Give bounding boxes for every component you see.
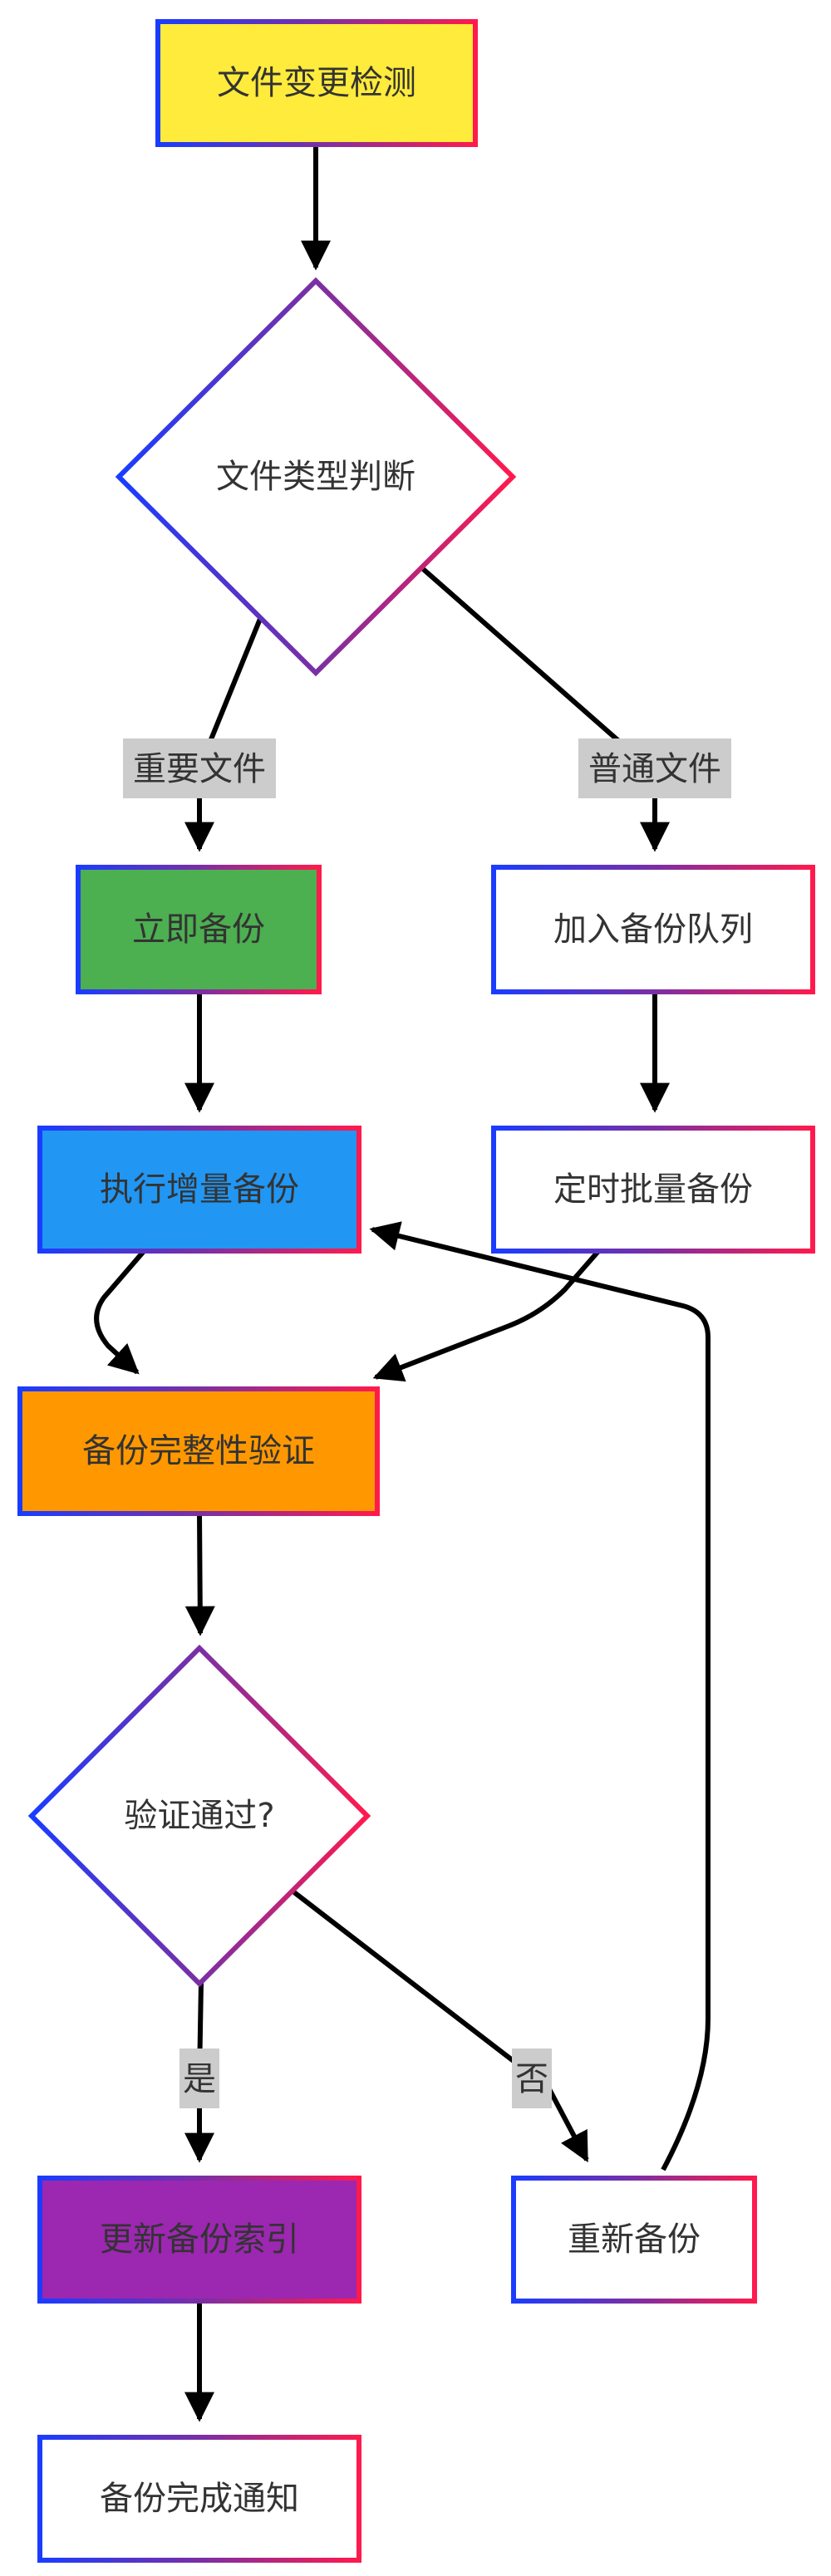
edge-retry-incremental (369, 1221, 711, 2171)
node-integrity-check: 备份完整性验证 (17, 1386, 380, 1516)
edge-classify-immediate (184, 617, 263, 852)
edge-batch-integrity (372, 1248, 602, 1382)
svg-text:立即备份: 立即备份 (132, 910, 265, 949)
node-add-to-queue: 加入备份队列 (491, 865, 815, 994)
svg-text:更新备份索引: 更新备份索引 (100, 2220, 299, 2259)
edge-classify-queue (420, 566, 670, 852)
node-retry-backup: 重新备份 (511, 2176, 757, 2304)
edge-integrity-passed (184, 1513, 215, 1636)
edge-incremental-integrity (94, 1248, 148, 1375)
node-immediate-backup: 立即备份 (76, 865, 322, 994)
svg-text:备份完成通知: 备份完成通知 (100, 2480, 299, 2518)
svg-text:定时批量备份: 定时批量备份 (553, 1170, 753, 1209)
node-backup-complete-notice: 备份完成通知 (37, 2435, 361, 2563)
svg-text:备份完整性验证: 备份完整性验证 (82, 1432, 315, 1470)
edge-label-important: 重要文件 (133, 750, 266, 788)
svg-text:文件变更检测: 文件变更检测 (217, 64, 416, 102)
svg-text:重新备份: 重新备份 (568, 2220, 701, 2259)
svg-text:加入备份队列: 加入备份队列 (553, 910, 753, 949)
node-scheduled-batch-backup: 定时批量备份 (491, 1126, 815, 1254)
nodes: 文件变更检测 文件类型判断 立即备份 加入备份队列 执行增量备份 定时批量备份 (17, 19, 815, 2563)
edge-label-yes: 是 (183, 2060, 216, 2098)
edge-label-no: 否 (515, 2060, 548, 2098)
edge-labels: 重要文件 普通文件 是 否 (123, 738, 731, 2108)
node-incremental-backup: 执行增量备份 (37, 1126, 361, 1254)
node-verification-decision: 验证通过? (27, 1644, 371, 1988)
node-file-change-detection: 文件变更检测 (155, 19, 478, 147)
node-update-index: 更新备份索引 (37, 2176, 361, 2304)
edge-label-normal: 普通文件 (588, 750, 721, 788)
svg-text:验证通过?: 验证通过? (124, 1797, 274, 1835)
node-file-type-decision: 文件类型判断 (115, 277, 517, 677)
edge-passed-retry (293, 1890, 589, 2163)
svg-text:执行增量备份: 执行增量备份 (100, 1170, 299, 1209)
svg-text:文件类型判断: 文件类型判断 (216, 458, 416, 496)
